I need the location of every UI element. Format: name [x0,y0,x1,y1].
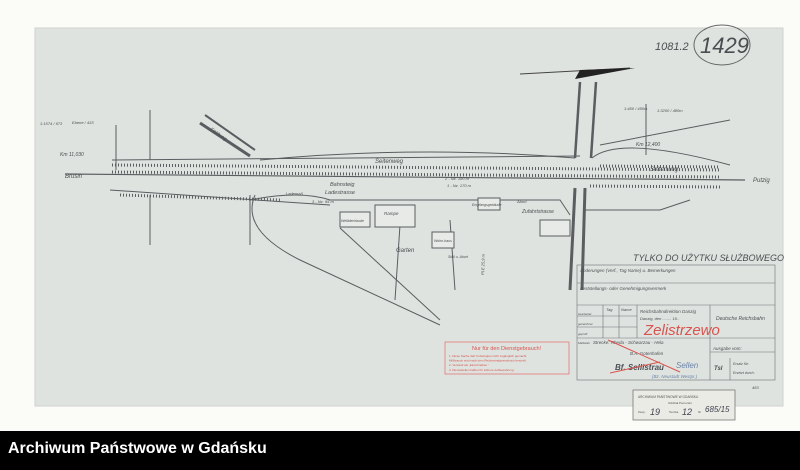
tb-issue: Ausgabe vom: [712,346,743,351]
tb-station: Bf. Sellistrau [615,363,664,372]
archive-stamp-zespol: 19 [650,407,660,417]
red-stamp-line-3: 2. Versand als „Einschreiben.“ [449,363,489,367]
label-wellblechbude: Wellblechbude [341,219,364,223]
archive-stamp-zespol-label: Zesp. [638,410,646,414]
buildings [339,197,571,249]
tb-row-gezeichnet: gezeichnet [578,322,593,326]
tb-row-geprueft: geprüft [578,332,588,336]
tb-railway: Deutsche Reichsbahn [716,316,765,322]
km-right: Km 12,400 [636,142,660,148]
tb-sheet-no: 483 [752,385,759,390]
direction-right: Putzig [753,178,770,184]
grade-right-2: 1:3200 / 480m [657,108,683,113]
label-track-3: 3 - Nz. 95 m [312,199,334,204]
label-stall: Stall u. Abort [448,255,469,259]
tb-line-strike [607,339,681,373]
direction-left: Brusin [65,174,83,180]
tb-place-date: Danzig, den ........ 19.. [640,316,679,321]
empfangsgebaeude-building [477,197,501,211]
red-stamp-title: Nur für den Dienstgebrauch! [472,346,542,352]
grade-right-1: 1:450 / 450m [624,106,648,111]
archive-stamp-teczka: 12 [682,407,692,417]
archive-stamp-title: ARCHIWUM PAŃSTWOWE W GDAŃSKU [638,395,699,399]
sheet-number-small: 1081.2 [655,41,689,53]
label-rampe: Rampe [384,211,399,216]
tb-line-label: Maßstab [578,341,590,345]
title-block [576,264,776,381]
tb-col-tag: Tag [606,307,613,312]
tb-blue-name: Sellen [676,361,699,370]
confidential-stamp: Nur für den Dienstgebrauch! 1. Diese Sac… [444,341,570,375]
tb-ersatz-fuer: Ersatz für: [733,362,749,366]
archive-stamp-nr-label: Nr [698,410,701,414]
archive-stamp-nr: 685/15 [705,405,730,414]
archive-banner-title: Archiwum Państwowe w Gdańsku [8,440,267,457]
sheet-number-circle [693,24,751,66]
label-bahnsteig: Bahnsteig [330,182,355,188]
tb-col-name: Name [621,307,632,312]
label-ladestrasse: Ladestrasse [325,190,355,196]
label-garten: Garten [396,248,415,254]
archive-stamp-subtitle: Oddział Pomorski [668,401,692,405]
label-empfangsgebaeude: Empfangsgebäude [472,203,501,207]
tb-blue-sub: (Bz. Neustadt Westpr.) [652,374,698,379]
red-stamp-line-4: 3. Dienststellen haften für sichere Aufb… [449,368,515,372]
track-layout [64,81,746,326]
label-track-2: 2 - Nz. 180 m [444,176,470,181]
tb-directorate: Reichsbahndirektion Danzig [640,309,697,314]
label-track-1: 1 - Nz. 170 m [447,183,472,188]
railway-station-plan: 1081.2 1429 [34,24,784,421]
sheet-number-large: 1429 [700,33,749,58]
label-seitenweg-right: Seitenweg [650,167,679,173]
label-seitenweg-left: Seitenweg [375,159,404,165]
archive-stamp-teczka-label: Teczka [669,410,679,414]
tb-station-strike [609,361,661,374]
paper-edge [34,27,784,407]
label-wohnhaus: Wohn-haus [434,239,452,243]
service-use-stamp: TYLKO DO UŻYTKU SŁUŻBOWEGO [633,253,784,263]
label-abort: Abort [516,199,527,204]
rampe-building [374,204,416,228]
wellblechbude-building [339,211,371,228]
tb-ersetzt-durch: Ersetzt durch: [733,371,755,375]
tb-changes: Änderungen (Verf., Tag Name) u. Bemerkun… [579,267,676,273]
archive-stamp: ARCHIWUM PAŃSTWOWE W GDAŃSKU Oddział Pom… [632,389,736,421]
tb-approval: Feststellungs- oder Genehmigungsvermerk [580,286,667,291]
km-left: Km 11,030 [60,152,84,158]
tb-tsl: Tsl [714,366,723,372]
red-stamp-line-1: 1. Diese Sache darf Unbefugten nicht zug… [449,354,527,358]
sheet-number: 1081.2 1429 [655,24,751,66]
wohnhaus-building [431,231,455,249]
tb-red-name: Zelistrzewo [643,322,720,339]
tb-district: B.A. Gotenhafen [630,351,664,356]
grade-left-1: 1:1574 / 673 [40,121,63,126]
archive-banner: Archiwum Państwowe w Gdańsku [0,431,800,470]
grade-left-2: Ebene / 433 [72,120,94,125]
label-lademass: Lademaß [286,191,303,196]
red-stamp-line-2: Mißbrauch wird nach dem Reichsstrafgeset… [449,359,527,363]
north-arrow-icon [519,67,635,79]
label-ple: PLE 25,9 m [480,253,486,275]
label-zufahrtstrasse: Zufahrtstrasse [521,209,554,215]
shed-building [539,219,571,237]
tb-row-bearbeitet: bearbeitet [578,312,592,316]
title-block-text: Änderungen (Verf., Tag Name) u. Bemerkun… [578,267,765,390]
tb-line: Strecke: Rheda - Schwarzau - Hela [593,340,664,345]
